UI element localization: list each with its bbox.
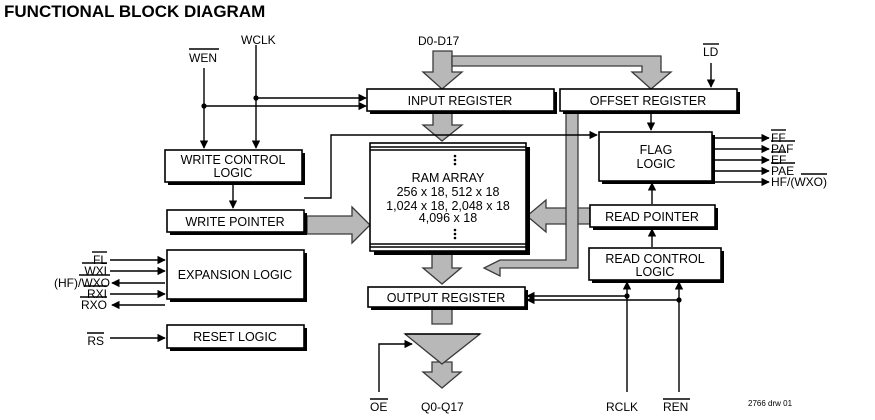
input-register-label: INPUT REGISTER <box>408 94 513 108</box>
ram-to-output-bus-arrow <box>421 253 463 285</box>
buffer-to-q-out-bus-arrow <box>421 361 463 389</box>
read-pointer-to-ram-bus-arrow <box>525 198 591 234</box>
hf-prefix: (HF)/ <box>54 276 82 290</box>
ram-array-size-line2: 1,024 x 18, 2,048 x 18 <box>386 199 510 213</box>
ram-ellipsis-top-dot <box>453 162 457 166</box>
reset-logic-block <box>166 324 305 349</box>
wclk-label: WCLK <box>241 33 276 47</box>
hf-wxo-label: HF/(WXO) <box>771 175 827 189</box>
junction-dot <box>676 297 682 303</box>
output-buffer-triangle <box>403 333 482 365</box>
expansion-logic-label: EXPANSION LOGIC <box>178 268 292 282</box>
hf-wxo-suffix: ) <box>823 175 827 189</box>
ram-ellipsis-bottom-dot <box>453 228 457 232</box>
drawing-number: 2766 drw 01 <box>748 399 793 408</box>
ram-array-size-line1: 256 x 18, 512 x 18 <box>397 185 500 199</box>
reset-logic-label: RESET LOGIC <box>193 330 277 344</box>
ram-ellipsis-bottom-dot <box>453 232 457 236</box>
ram-ellipsis-top-dot <box>453 158 457 162</box>
write-control-logic-label-line2: LOGIC <box>214 166 253 180</box>
ram-ellipsis-bottom-dot <box>453 236 457 240</box>
input-to-ram-bus-arrow <box>421 112 464 142</box>
offset-register-block <box>559 88 738 112</box>
input-register-block <box>366 88 555 112</box>
pae-label: PAE <box>771 164 794 178</box>
data-in-bus-arrow <box>421 50 464 90</box>
junction-dot <box>253 95 259 101</box>
write-pointer-to-flag-wire <box>304 130 598 199</box>
offset-to-output-bus-arrow <box>482 112 579 278</box>
read-pointer-block <box>589 204 716 228</box>
ram-ellipsis-top-dot <box>453 154 457 158</box>
write-pointer-label: WRITE POINTER <box>185 215 284 229</box>
rclk-label: RCLK <box>606 400 638 414</box>
oe-label: OE <box>370 400 387 414</box>
expansion-logic-block <box>166 249 305 300</box>
read-control-logic-block <box>588 247 722 281</box>
rs-label: RS <box>87 334 104 348</box>
flag-logic-label-line2: LOGIC <box>637 157 676 171</box>
flag-logic-block <box>598 131 713 182</box>
output-register-label: OUTPUT REGISTER <box>387 291 506 305</box>
oe-wire <box>378 339 413 392</box>
output-register-to-buffer-bus-arrow <box>431 308 453 325</box>
read-pointer-label: READ POINTER <box>605 210 699 224</box>
ld-label: LD <box>703 45 719 59</box>
q-out-label: Q0-Q17 <box>421 400 464 414</box>
write-pointer-block <box>166 209 305 233</box>
ram-array-label: RAM ARRAY <box>412 171 485 185</box>
ram-array-block <box>369 142 527 252</box>
diagram-title: FUNCTIONAL BLOCK DIAGRAM <box>4 2 265 21</box>
flag-logic-label-line1: FLAG <box>640 143 673 157</box>
data-to-offset-bus-arrow <box>451 55 673 90</box>
output-register-block <box>367 286 526 308</box>
hf-wxo-bar-text: WXO <box>794 175 823 189</box>
ren-label: REN <box>663 400 688 414</box>
read-control-logic-label-line2: LOGIC <box>636 265 675 279</box>
offset-register-label: OFFSET REGISTER <box>590 94 706 108</box>
ram-array-size-line3: 4,096 x 18 <box>419 211 477 225</box>
write-control-logic-label-line1: WRITE CONTROL <box>181 153 286 167</box>
write-pointer-to-ram-bus-arrow <box>306 205 371 245</box>
junction-dot <box>201 103 207 109</box>
hf-wxo-prefix: HF/( <box>771 175 794 189</box>
junction-dot <box>624 293 630 299</box>
read-control-logic-label-line1: READ CONTROL <box>605 252 704 266</box>
write-control-logic-block <box>164 149 303 183</box>
data-in-label: D0-D17 <box>418 34 460 48</box>
rxo-label: RXO <box>81 298 107 312</box>
wen-label: WEN <box>189 51 217 65</box>
